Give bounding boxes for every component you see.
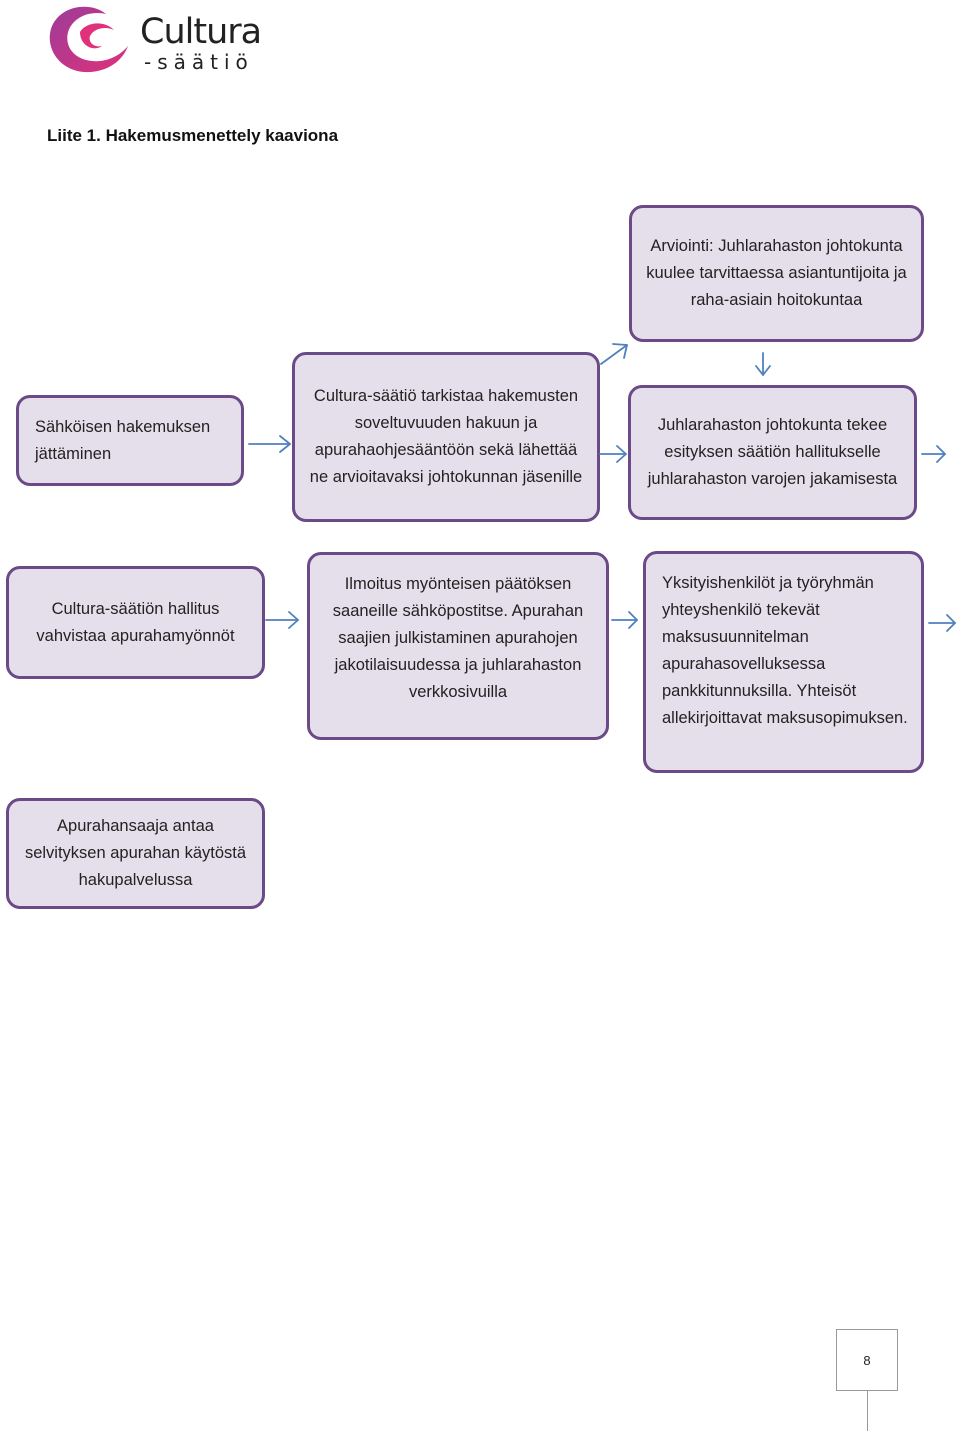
step-board-proposal: Juhlarahaston johtokunta tekee esityksen…	[628, 385, 917, 520]
arrow-up-right-icon	[600, 343, 628, 365]
arrow-right-icon	[265, 611, 299, 629]
step-check-applications: Cultura-säätiö tarkistaa hakemusten sove…	[292, 352, 600, 522]
page-number-text: 8	[863, 1352, 871, 1368]
step-board-proposal-text: Juhlarahaston johtokunta tekee esityksen…	[647, 416, 898, 488]
arrow-right-icon	[248, 435, 291, 453]
logo-wordmark: Cultura	[140, 12, 262, 52]
arrow-right-icon	[928, 614, 956, 632]
step-final-report-text: Apurahansaaja antaa selvityksen apurahan…	[24, 817, 247, 889]
step-check-applications-text: Cultura-säätiö tarkistaa hakemusten sove…	[309, 387, 583, 486]
step-board-confirms-text: Cultura-säätiön hallitus vahvistaa apura…	[36, 599, 235, 645]
page-heading: Liite 1. Hakemusmenettely kaaviona	[47, 126, 339, 145]
arrow-right-icon	[599, 445, 627, 463]
step-evaluation-text: Arviointi: Juhlarahaston johtokunta kuul…	[646, 237, 907, 309]
step-payment-plan-text: Yksityishenkilöt ja työryhmän yhteyshenk…	[662, 574, 908, 727]
step-notification: Ilmoitus myönteisen päätöksen saaneille …	[307, 552, 609, 740]
step-notification-text: Ilmoitus myönteisen päätöksen saaneille …	[332, 575, 584, 701]
arrow-right-icon	[921, 445, 946, 463]
logo-subtitle: -säätiö	[144, 50, 254, 74]
step-submit-application: Sähköisen hakemuksen jättäminen	[16, 395, 244, 486]
step-board-confirms: Cultura-säätiön hallitus vahvistaa apura…	[6, 566, 265, 679]
cultura-logo-icon	[49, 6, 128, 73]
step-final-report: Apurahansaaja antaa selvityksen apurahan…	[6, 798, 265, 909]
step-submit-application-text: Sähköisen hakemuksen jättäminen	[35, 417, 211, 463]
arrow-right-icon	[611, 611, 638, 629]
step-evaluation: Arviointi: Juhlarahaston johtokunta kuul…	[629, 205, 924, 342]
cultura-logo: Cultura -säätiö	[44, 0, 274, 82]
page-number-line	[867, 1391, 868, 1431]
step-payment-plan: Yksityishenkilöt ja työryhmän yhteyshenk…	[643, 551, 924, 773]
arrow-down-icon	[755, 352, 771, 376]
page-number: 8	[836, 1329, 898, 1391]
